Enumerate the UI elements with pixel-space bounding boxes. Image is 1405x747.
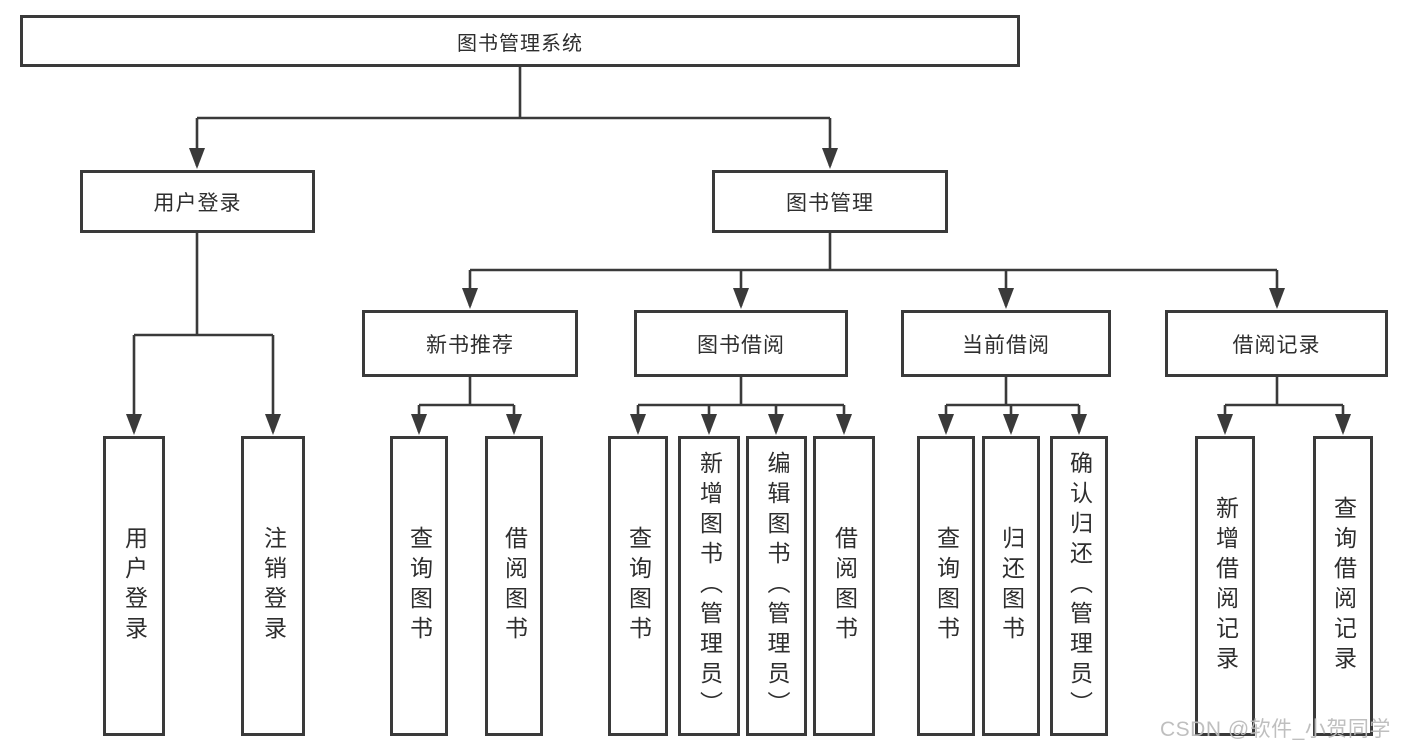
leaf-confirm-return-admin-label: 确认归还（管理员）: [1066, 451, 1093, 721]
node-book-borrow-label: 图书借阅: [697, 333, 785, 357]
leaf-logout: 注销登录: [241, 436, 305, 736]
leaf-edit-books-admin: 编辑图书（管理员）: [746, 436, 807, 736]
leaf-return-books: 归还图书: [982, 436, 1040, 736]
leaf-return-books-label: 归还图书: [998, 526, 1025, 646]
leaf-confirm-return-admin: 确认归还（管理员）: [1050, 436, 1108, 736]
node-borrow-records: 借阅记录: [1165, 310, 1388, 377]
leaf-user-login-label: 用户登录: [121, 526, 148, 646]
leaf-add-books-admin-label: 新增图书（管理员）: [696, 451, 723, 721]
leaf-recommend-borrow-books: 借阅图书: [485, 436, 543, 736]
leaf-borrow-books: 借阅图书: [813, 436, 875, 736]
leaf-current-query-books: 查询图书: [917, 436, 975, 736]
leaf-logout-label: 注销登录: [260, 526, 287, 646]
node-borrow-records-label: 借阅记录: [1232, 333, 1321, 357]
leaf-borrow-query-books: 查询图书: [608, 436, 668, 736]
leaf-user-login: 用户登录: [103, 436, 165, 736]
node-root: 图书管理系统: [20, 15, 1020, 67]
leaf-recommend-query-books-label: 查询图书: [406, 526, 433, 646]
node-user-login-label: 用户登录: [153, 191, 242, 215]
leaf-query-borrow-record: 查询借阅记录: [1313, 436, 1373, 736]
node-new-book-recommend: 新书推荐: [362, 310, 578, 377]
leaf-borrow-query-books-label: 查询图书: [625, 526, 652, 646]
leaf-add-borrow-record-label: 新增借阅记录: [1212, 496, 1239, 676]
leaf-current-query-books-label: 查询图书: [933, 526, 960, 646]
leaf-edit-books-admin-label: 编辑图书（管理员）: [764, 451, 790, 721]
arrowhead-icons: [126, 148, 1351, 435]
connector-lines: [132, 67, 1345, 432]
node-book-management: 图书管理: [712, 170, 948, 233]
node-root-label: 图书管理系统: [457, 32, 583, 55]
leaf-recommend-borrow-books-label: 借阅图书: [501, 526, 528, 646]
leaf-borrow-books-label: 借阅图书: [831, 526, 858, 646]
node-current-borrow-label: 当前借阅: [962, 333, 1050, 357]
node-current-borrow: 当前借阅: [901, 310, 1111, 377]
leaf-query-borrow-record-label: 查询借阅记录: [1330, 496, 1357, 676]
node-book-management-label: 图书管理: [786, 191, 874, 215]
leaf-add-books-admin: 新增图书（管理员）: [678, 436, 740, 736]
node-user-login: 用户登录: [80, 170, 315, 233]
node-book-borrow: 图书借阅: [634, 310, 848, 377]
leaf-recommend-query-books: 查询图书: [390, 436, 448, 736]
csdn-watermark: CSDN @软件_小贺同学: [1160, 718, 1391, 741]
leaf-add-borrow-record: 新增借阅记录: [1195, 436, 1255, 736]
node-new-book-recommend-label: 新书推荐: [426, 333, 514, 357]
